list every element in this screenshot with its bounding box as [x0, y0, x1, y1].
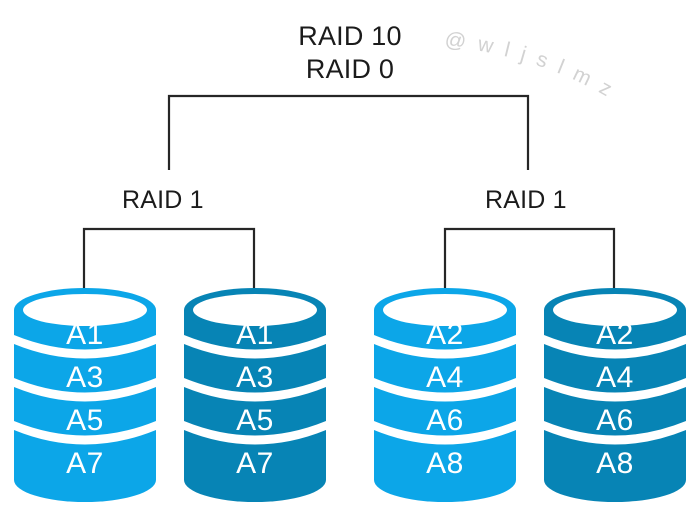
disk-body: [14, 288, 156, 502]
disk-band-separators: [374, 335, 516, 445]
bracket-raid0: [167, 94, 530, 170]
disk-cylinder: [184, 288, 326, 502]
disk-body: [544, 288, 686, 502]
disk-cylinder: [14, 288, 156, 502]
disk-cylinder: [544, 288, 686, 502]
disk-band-separators: [184, 335, 326, 445]
watermark-text: @ w l j s l m z: [443, 28, 618, 103]
group-label-raid1-left: RAID 1: [122, 186, 204, 214]
disk-band-separators: [544, 335, 686, 445]
disk-body: [184, 288, 326, 502]
disk-body: [374, 288, 516, 502]
group-label-raid1-right: RAID 1: [485, 186, 567, 214]
disk-band-separators: [14, 335, 156, 445]
disk-a-odd-light: A1 A3 A5 A7: [14, 288, 156, 502]
disk-b-even-light: A2 A4 A6 A8: [374, 288, 516, 502]
page-title: RAID 10 RAID 0: [0, 20, 700, 86]
title-line-raid0: RAID 0: [305, 54, 395, 84]
disk-a-odd-dark: A1 A3 A5 A7: [184, 288, 326, 502]
title-line-raid10: RAID 10: [298, 21, 402, 51]
watermark: @ w l j s l m z: [438, 28, 668, 118]
disk-cylinder: [374, 288, 516, 502]
disk-b-even-dark: A2 A4 A6 A8: [544, 288, 686, 502]
